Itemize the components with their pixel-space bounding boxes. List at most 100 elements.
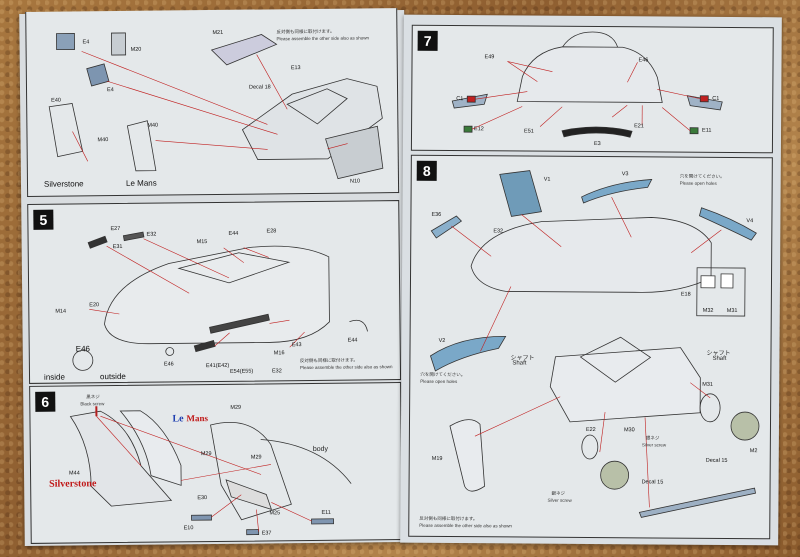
part-label-m29b: M29 xyxy=(200,451,212,458)
part-m31-box xyxy=(720,273,734,289)
silver-screw-jp-right: 銀ネジ xyxy=(645,435,660,441)
part-label-e46: E46 xyxy=(163,361,174,368)
fender-part-lemans xyxy=(126,120,157,172)
hole-note-jp-top: 穴を開けてください。 xyxy=(679,173,725,179)
part-e46-circle xyxy=(165,347,175,356)
rear-wing-m16 xyxy=(449,419,485,492)
instruction-sheet-right: 7 E49 E46 C1 C1 xyxy=(400,14,782,546)
part-label-e44b: E44 xyxy=(347,337,358,344)
window-v4 xyxy=(698,207,757,241)
body-rear-section xyxy=(210,422,292,521)
part-label-e22: E22 xyxy=(585,426,596,434)
step-5-panel: 5 E27 E31 E32 M15 E44 xyxy=(27,200,402,384)
part-label-e32b: E32 xyxy=(271,368,282,375)
part-e44-ring xyxy=(349,319,368,332)
step-5-note-en: Please assemble the other side also as s… xyxy=(299,364,393,371)
part-label-m25: M25 xyxy=(269,510,281,517)
rear-wing-silverstone xyxy=(69,410,173,507)
step-6-panel: 6 黒ネジ Black screw Le Mans Silverst xyxy=(29,382,403,544)
part-e41 xyxy=(193,340,216,353)
window-v3 xyxy=(581,178,653,204)
shaft-label-en-left: Shaft xyxy=(512,360,527,367)
brake-disc-left xyxy=(581,434,599,460)
part-label-e36: E36 xyxy=(431,211,442,218)
decal-15-right: Decal 15 xyxy=(705,457,728,464)
part-label-c1-left: C1 xyxy=(456,96,464,103)
part-e37 xyxy=(246,529,260,536)
part-label-m29c: M29 xyxy=(250,454,262,461)
rear-window xyxy=(562,31,619,48)
window-part-e4 xyxy=(56,33,76,51)
rear-wing-lemans xyxy=(119,410,182,486)
roof-part-m22 xyxy=(210,34,278,66)
step-8-diagram xyxy=(429,170,760,518)
part-label-e21: E21 xyxy=(634,123,644,130)
part-c1-box-left xyxy=(466,95,476,103)
part-label-e54: E54(E55) xyxy=(229,368,254,375)
part-label-e11: E11 xyxy=(702,127,712,134)
part-label-e3: E3 xyxy=(593,141,601,148)
part-label-e30: E30 xyxy=(197,495,208,502)
step-4-panel: E4 E4 M20 M21 E13 E40 M40 M40 N10 Decal … xyxy=(25,8,400,197)
part-label-e51: E51 xyxy=(524,128,534,135)
part-label-m19: M19 xyxy=(431,455,443,462)
step-5-diagram xyxy=(72,231,368,371)
instruction-sheet-left: E4 E4 M20 M21 E13 E40 M40 M40 N10 Decal … xyxy=(19,8,410,547)
part-label-e13: E13 xyxy=(290,65,301,72)
part-m32-box xyxy=(700,275,716,289)
part-label-e11: E11 xyxy=(321,509,331,516)
hole-note-jp-bottom: 穴を開けてください。 xyxy=(420,371,466,378)
step-5-note-jp: 反対側も同様に取付けます。 xyxy=(299,357,358,364)
part-label-m16: M16 xyxy=(273,350,285,357)
label-lemans-le: Le xyxy=(172,413,184,425)
part-label-e28: E28 xyxy=(266,228,277,235)
step-6-diagram xyxy=(69,406,352,536)
part-label-e27: E27 xyxy=(110,225,121,233)
part-label-e32: E32 xyxy=(146,231,157,238)
step-8-note-en: Please assemble the other side also as s… xyxy=(419,522,512,529)
part-label-e4: E4 xyxy=(82,39,90,46)
label-silverstone: Silverstone xyxy=(43,179,84,189)
side-skirt-e54 xyxy=(209,313,270,334)
part-e12-box xyxy=(463,125,473,133)
car-rear-view xyxy=(516,46,663,103)
windscreen-area xyxy=(177,252,291,284)
label-body: body xyxy=(312,445,329,453)
part-label-m32: M32 xyxy=(702,307,714,314)
hole-note-en-top: Please open holes xyxy=(679,180,717,186)
label-inside: inside xyxy=(43,372,65,382)
part-label-m40b: M40 xyxy=(147,122,159,129)
window-part-e4b xyxy=(86,63,110,87)
diffuser-e3 xyxy=(561,126,633,138)
screws-detail-box xyxy=(696,267,746,317)
chassis-with-rollcage xyxy=(549,347,701,423)
part-label-e4b: E4 xyxy=(106,87,114,94)
part-label-e37: E37 xyxy=(261,530,272,537)
part-e27 xyxy=(87,235,108,249)
part-c1-box-right xyxy=(699,95,709,103)
label-lemans: Le Mans xyxy=(125,178,157,188)
part-m25 xyxy=(225,479,273,511)
part-e11-box xyxy=(689,127,699,135)
part-label-e44: E44 xyxy=(228,230,239,237)
part-m20 xyxy=(111,32,127,56)
part-label-e43: E43 xyxy=(291,342,302,349)
part-label-v4: V4 xyxy=(746,218,754,225)
label-lemans-mans: Mans xyxy=(186,413,209,424)
part-label-m44: M44 xyxy=(69,470,80,477)
part-label-e49: E49 xyxy=(484,54,495,61)
screw-label-en: Black screw xyxy=(80,401,105,407)
part-e32-strip xyxy=(122,231,145,242)
rollcage xyxy=(286,88,348,125)
part-label-m29: M29 xyxy=(230,404,242,411)
decal-label: Decal 18 xyxy=(248,84,271,91)
brake-disc-right xyxy=(699,393,721,423)
step-8-panel: 8 xyxy=(408,154,773,540)
part-label-m21: M21 xyxy=(212,29,224,37)
step-7-panel: 7 E49 E46 C1 C1 xyxy=(410,24,774,154)
part-label-e31: E31 xyxy=(112,243,123,251)
part-n10 xyxy=(325,125,384,180)
part-label-e46: E46 xyxy=(638,57,649,64)
part-label-e18: E18 xyxy=(680,291,691,298)
window-v2 xyxy=(429,336,507,372)
